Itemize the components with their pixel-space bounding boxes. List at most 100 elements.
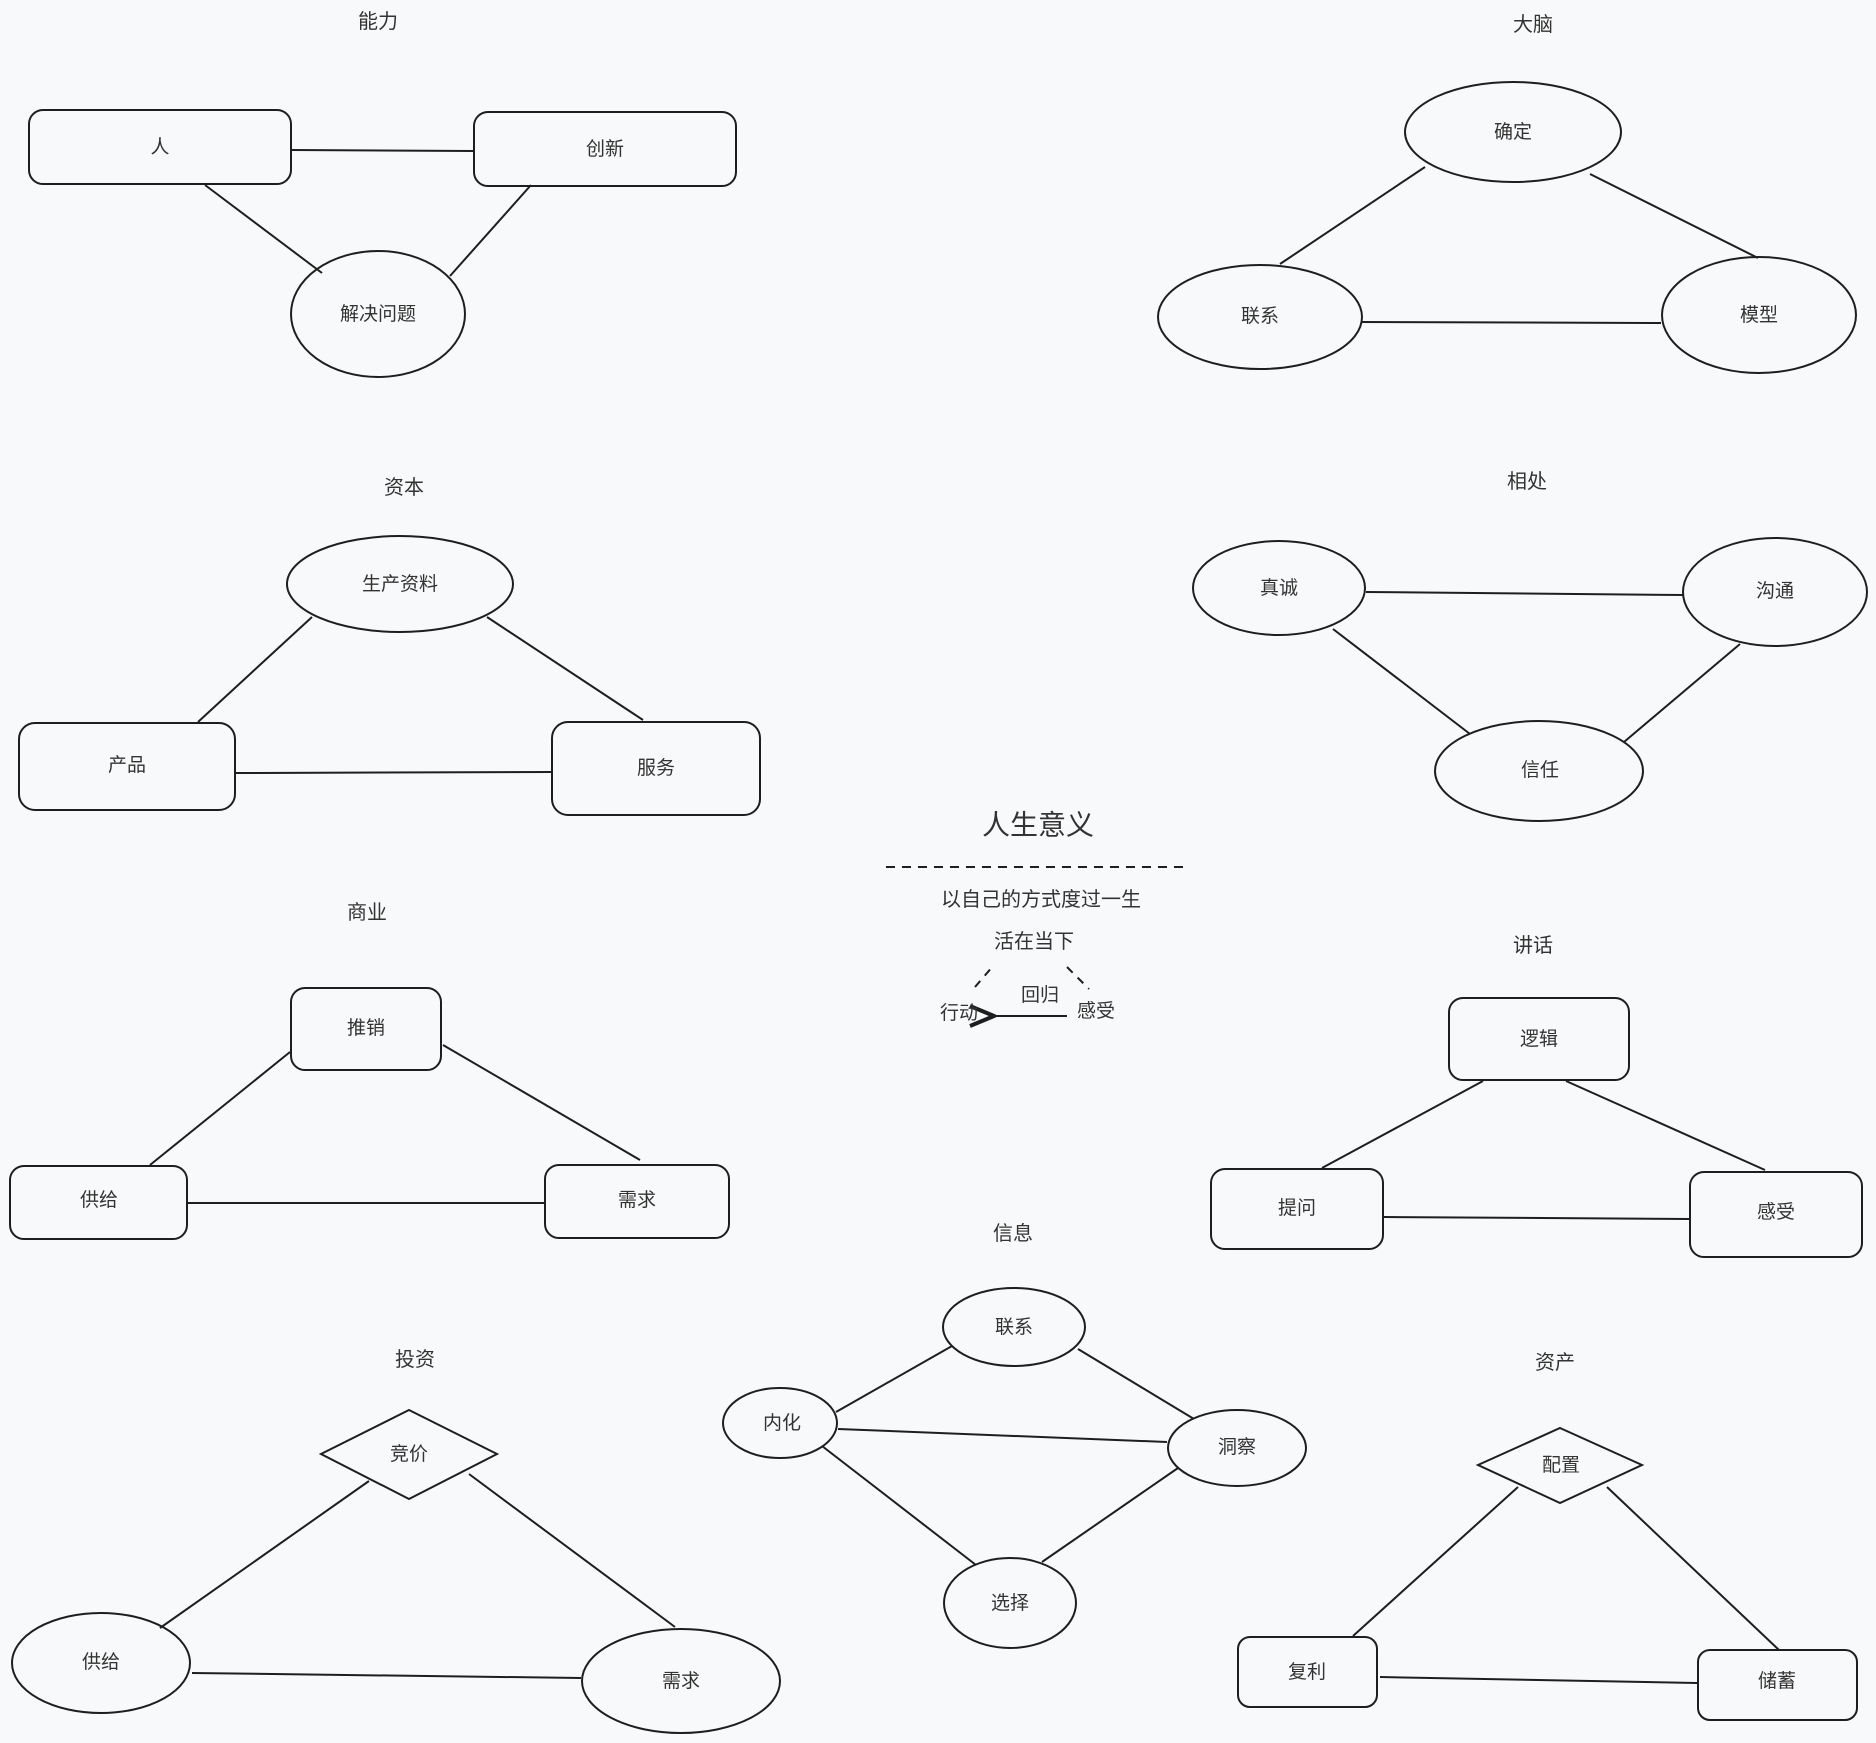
node-label: 选择 xyxy=(991,1592,1029,1614)
edge-business-a-b xyxy=(149,1051,291,1166)
group-title: 投资 xyxy=(395,1347,435,1371)
node-label: 供给 xyxy=(82,1651,120,1673)
edge-info-b-d xyxy=(821,1445,977,1566)
node-capital-c[interactable] xyxy=(551,721,761,816)
node-label: 生产资料 xyxy=(362,573,438,595)
node-label: 需求 xyxy=(618,1189,656,1211)
edge-brain-a-b xyxy=(1279,166,1426,265)
node-invest-b[interactable] xyxy=(11,1612,191,1714)
cycle-middle-label: 回归 xyxy=(1021,984,1059,1006)
node-label: 沟通 xyxy=(1756,580,1794,602)
edge-capital-b-c xyxy=(235,771,552,774)
node-invest-a[interactable] xyxy=(318,1408,500,1501)
node-label: 感受 xyxy=(1757,1201,1795,1223)
node-label: 创新 xyxy=(586,138,624,160)
node-getalong-a[interactable] xyxy=(1192,540,1366,636)
node-label: 供给 xyxy=(80,1189,118,1211)
node-assets-c[interactable] xyxy=(1697,1649,1858,1721)
node-label: 信任 xyxy=(1521,759,1559,781)
group-title: 商业 xyxy=(347,900,387,924)
group-title: 大脑 xyxy=(1513,12,1553,36)
node-getalong-c[interactable] xyxy=(1434,720,1644,822)
group-title: 讲话 xyxy=(1513,933,1553,957)
node-speech-c[interactable] xyxy=(1689,1171,1863,1258)
edge-ability-b-c xyxy=(449,184,532,277)
edge-getalong-a-b xyxy=(1365,591,1684,596)
node-label: 逻辑 xyxy=(1520,1028,1558,1050)
center-title: 人生意义 xyxy=(982,809,1094,842)
edge-speech-b-c xyxy=(1383,1216,1690,1220)
edge-invest-a-b xyxy=(159,1480,370,1629)
edge-brain-b-c xyxy=(1361,321,1662,324)
node-label: 模型 xyxy=(1740,304,1778,326)
node-ability-c[interactable] xyxy=(290,250,466,378)
cycle-dash-right xyxy=(1066,966,1090,990)
node-label: 联系 xyxy=(995,1316,1033,1338)
group-assets xyxy=(1237,1426,1858,1721)
node-label: 内化 xyxy=(763,1412,801,1434)
edge-ability-a-b xyxy=(291,149,474,152)
node-business-c[interactable] xyxy=(544,1164,730,1239)
edge-getalong-a-c xyxy=(1332,628,1471,735)
edge-assets-a-c xyxy=(1606,1486,1780,1651)
node-brain-b[interactable] xyxy=(1157,264,1363,370)
cycle-dash-left xyxy=(974,965,994,988)
node-label: 真诚 xyxy=(1260,577,1298,599)
group-invest xyxy=(11,1408,781,1734)
node-info-b[interactable] xyxy=(722,1387,838,1459)
node-ability-b[interactable] xyxy=(473,111,737,187)
node-speech-b[interactable] xyxy=(1210,1168,1384,1250)
node-info-c[interactable] xyxy=(1167,1409,1307,1487)
node-getalong-b[interactable] xyxy=(1682,537,1868,647)
node-label: 确定 xyxy=(1494,121,1532,143)
node-label: 人 xyxy=(150,136,169,158)
group-business xyxy=(9,987,730,1240)
node-label: 解决问题 xyxy=(340,303,416,325)
group-title: 资本 xyxy=(384,475,424,499)
edge-speech-a-b xyxy=(1321,1080,1484,1169)
cycle-left-label: 行动 xyxy=(940,1002,978,1024)
edge-ability-a-c xyxy=(204,184,323,274)
node-label: 推销 xyxy=(347,1017,385,1039)
node-info-a[interactable] xyxy=(942,1287,1086,1367)
cycle-right-label: 感受 xyxy=(1077,1000,1115,1022)
edge-capital-a-c xyxy=(486,616,644,721)
group-title: 资产 xyxy=(1535,1350,1575,1374)
node-capital-a[interactable] xyxy=(286,535,514,633)
node-ability-a[interactable] xyxy=(28,109,292,185)
group-capital xyxy=(18,535,761,816)
node-label: 服务 xyxy=(637,757,675,779)
group-ability xyxy=(28,109,737,378)
edge-invest-b-c xyxy=(191,1672,582,1679)
group-getalong xyxy=(1192,537,1868,822)
node-speech-a[interactable] xyxy=(1448,997,1630,1081)
group-brain xyxy=(1157,81,1857,374)
center-line1: 以自己的方式度过一生 xyxy=(941,887,1141,911)
edge-assets-a-b xyxy=(1352,1486,1519,1637)
group-speech xyxy=(1210,997,1863,1258)
edge-business-a-c xyxy=(442,1044,641,1161)
node-business-a[interactable] xyxy=(290,987,442,1071)
edge-info-a-b xyxy=(835,1345,953,1413)
node-business-b[interactable] xyxy=(9,1165,188,1240)
node-label: 竞价 xyxy=(390,1443,428,1465)
node-label: 提问 xyxy=(1278,1197,1316,1219)
edge-speech-a-c xyxy=(1565,1080,1766,1171)
node-label: 复利 xyxy=(1288,1661,1326,1683)
edge-invest-a-c xyxy=(468,1473,676,1628)
node-label: 配置 xyxy=(1542,1454,1580,1476)
edge-assets-b-c xyxy=(1379,1676,1698,1684)
node-brain-a[interactable] xyxy=(1404,81,1622,183)
node-label: 洞察 xyxy=(1218,1436,1256,1458)
edge-getalong-b-c xyxy=(1623,643,1741,743)
edge-info-a-c xyxy=(1077,1348,1195,1420)
node-assets-b[interactable] xyxy=(1237,1636,1378,1708)
node-invest-c[interactable] xyxy=(581,1628,781,1734)
node-info-d[interactable] xyxy=(943,1557,1077,1649)
node-brain-c[interactable] xyxy=(1661,256,1857,374)
node-label: 产品 xyxy=(108,754,146,776)
center-block xyxy=(886,866,1186,1016)
node-assets-a[interactable] xyxy=(1475,1426,1645,1505)
node-capital-b[interactable] xyxy=(18,722,236,811)
